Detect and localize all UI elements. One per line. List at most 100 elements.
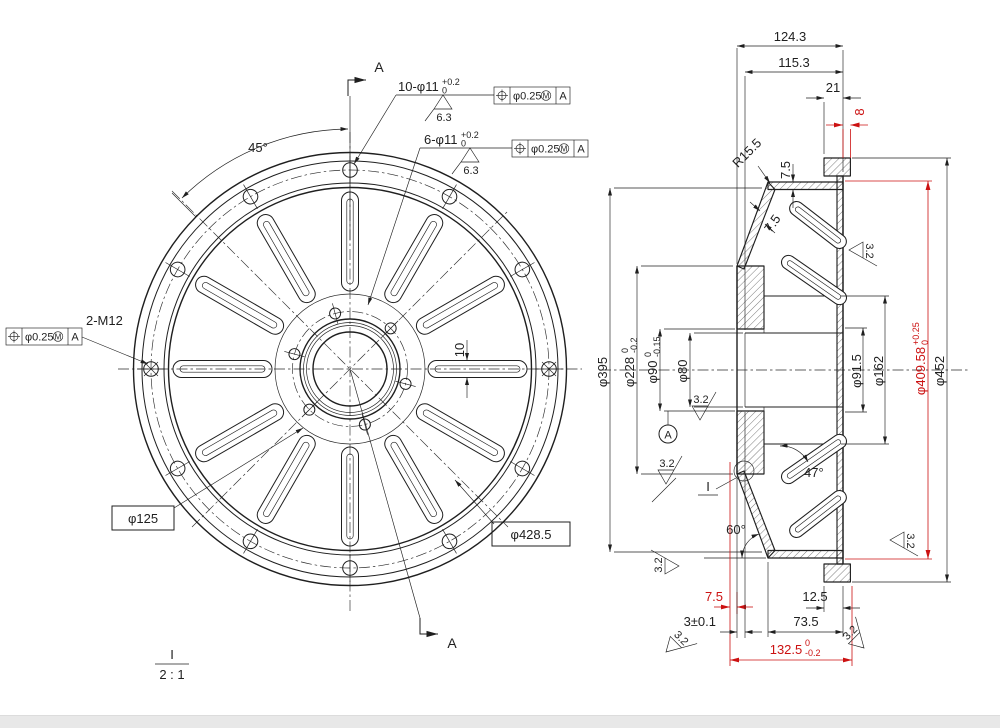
front-view: A A 45° 10-φ11 +0.2 0 6.3 6-φ11 +0.2 0 6… (5, 59, 589, 682)
svg-text:3.2: 3.2 (671, 629, 690, 648)
dim-bolt-circle-hub: φ125 (111, 427, 304, 531)
surface-finish-3-2-icon: 3.2 (848, 241, 878, 267)
svg-text:124.3: 124.3 (774, 29, 807, 44)
svg-text:0: 0 (643, 352, 653, 357)
svg-text:0: 0 (442, 86, 447, 96)
svg-text:2 : 1: 2 : 1 (159, 667, 184, 682)
dim-angle-47: 47° (779, 443, 824, 480)
svg-text:A: A (577, 144, 585, 156)
svg-text:φ91.5: φ91.5 (849, 354, 864, 388)
window-bottom-strip (0, 715, 1000, 728)
surface-finish-3-2-icon: 3.2 (691, 391, 717, 421)
svg-text:I: I (170, 647, 174, 662)
dim-width-overall: 124.3 (736, 29, 844, 330)
hub-hole (358, 414, 371, 435)
bolt-circle-hub-dashed (292, 311, 408, 427)
svg-text:-0.2: -0.2 (629, 337, 639, 353)
svg-text:0: 0 (620, 348, 630, 353)
section-cut-areas (736, 157, 851, 583)
svg-text:3±0.1: 3±0.1 (684, 614, 716, 629)
surface-finish-3-2-icon: 3.2 (650, 549, 680, 575)
svg-text:3.2: 3.2 (863, 243, 875, 258)
svg-text:φ228: φ228 (622, 357, 637, 387)
material-modifier-circle-icon (52, 331, 64, 342)
dim-dia-452: φ452 (852, 157, 951, 583)
svg-text:3.2: 3.2 (841, 623, 860, 642)
rib-and-hole (137, 360, 273, 378)
svg-text:10: 10 (452, 343, 467, 357)
svg-text:132.5: 132.5 (770, 642, 803, 657)
rib-and-hole (165, 403, 285, 477)
callout-m12-holes: 2-M12 (81, 313, 149, 365)
detail-marker: I (698, 460, 755, 496)
material-modifier-circle-icon (558, 143, 570, 154)
svg-text:47°: 47° (804, 465, 824, 480)
svg-text:φ125: φ125 (128, 511, 158, 526)
surface-finish-6-3-icon: 6.3 (451, 147, 480, 177)
svg-text:8: 8 (852, 108, 867, 115)
dim-rib-width: 10 (452, 340, 470, 398)
svg-text:6-φ11: 6-φ11 (424, 132, 457, 147)
section-rib-slots (780, 200, 848, 539)
callout-hub-holes: 6-φ11 +0.2 0 6.3 (367, 130, 512, 306)
svg-text:φ0.25: φ0.25 (513, 91, 542, 103)
svg-text:0: 0 (920, 340, 930, 345)
svg-text:0: 0 (805, 638, 810, 648)
svg-text:φ409.58: φ409.58 (913, 347, 928, 395)
svg-text:0: 0 (461, 139, 466, 149)
rib-and-hole (242, 184, 316, 304)
surface-finish-3-2-icon: 3.2 (651, 455, 683, 503)
surface-finish-3-2-icon: 3.2 (665, 629, 698, 653)
section-arrow-bottom (419, 618, 438, 638)
svg-text:45°: 45° (248, 140, 268, 155)
section-arrow-top (347, 76, 366, 96)
surface-finish-3-2-icon: 3.2 (889, 531, 919, 557)
callout-outer-holes: 10-φ11 +0.2 0 6.3 (353, 77, 494, 165)
dim-dia-228: φ228 0 -0.2 (620, 265, 733, 475)
detail-view-title: I 2 : 1 (155, 647, 189, 682)
rib-and-hole (415, 261, 535, 335)
svg-text:φ80: φ80 (675, 360, 690, 383)
svg-text:φ162: φ162 (871, 356, 886, 386)
svg-text:φ428.5: φ428.5 (511, 527, 552, 542)
rib-and-hole (384, 184, 458, 304)
gdt-frame-hub-holes: φ0.25 M A (511, 139, 589, 158)
rib-and-hole (384, 434, 458, 554)
svg-text:+0.2: +0.2 (461, 130, 479, 140)
svg-text:6.3: 6.3 (463, 165, 478, 177)
svg-text:R15.5: R15.5 (729, 135, 764, 170)
svg-text:3.2: 3.2 (653, 557, 665, 572)
dim-angle-45: 45° (171, 127, 349, 218)
svg-text:60°: 60° (726, 522, 746, 537)
svg-text:M: M (55, 332, 62, 341)
svg-text:3.2: 3.2 (659, 458, 674, 470)
svg-text:7.5: 7.5 (705, 589, 723, 604)
rib-and-hole (427, 360, 563, 378)
svg-text:φ0.25: φ0.25 (25, 332, 54, 344)
hub-hole (383, 320, 399, 336)
dim-web-thickness: 7.5 (778, 161, 796, 208)
dim-depth-12-5: 12.5 (802, 586, 860, 612)
hub-hole (301, 402, 317, 418)
svg-text:A: A (71, 332, 79, 344)
dim-fillet-r15-5: R15.5 (729, 135, 771, 184)
svg-text:φ90: φ90 (645, 361, 660, 384)
dim-depth-73-5: 73.5 (767, 562, 844, 637)
svg-text:3.2: 3.2 (693, 394, 708, 406)
svg-text:+0.2: +0.2 (442, 77, 460, 87)
ribs-and-holes (137, 156, 563, 582)
dim-dia-90: φ90 0 -0.15 (643, 328, 735, 412)
hub-hole (329, 303, 342, 324)
rib-and-hole (242, 434, 316, 554)
svg-text:A: A (664, 430, 672, 442)
svg-text:2-M12: 2-M12 (86, 313, 123, 328)
svg-text:+0.25: +0.25 (911, 322, 921, 345)
dim-width-132-5: 132.5 0 -0.2 (730, 586, 853, 666)
svg-text:M: M (561, 144, 568, 153)
svg-text:I: I (706, 479, 710, 494)
dim-dia-395: φ395 (595, 187, 762, 553)
rib-and-hole (165, 261, 285, 335)
material-modifier-circle-icon (540, 90, 552, 101)
dim-width-inner: 115.3 (745, 55, 843, 75)
